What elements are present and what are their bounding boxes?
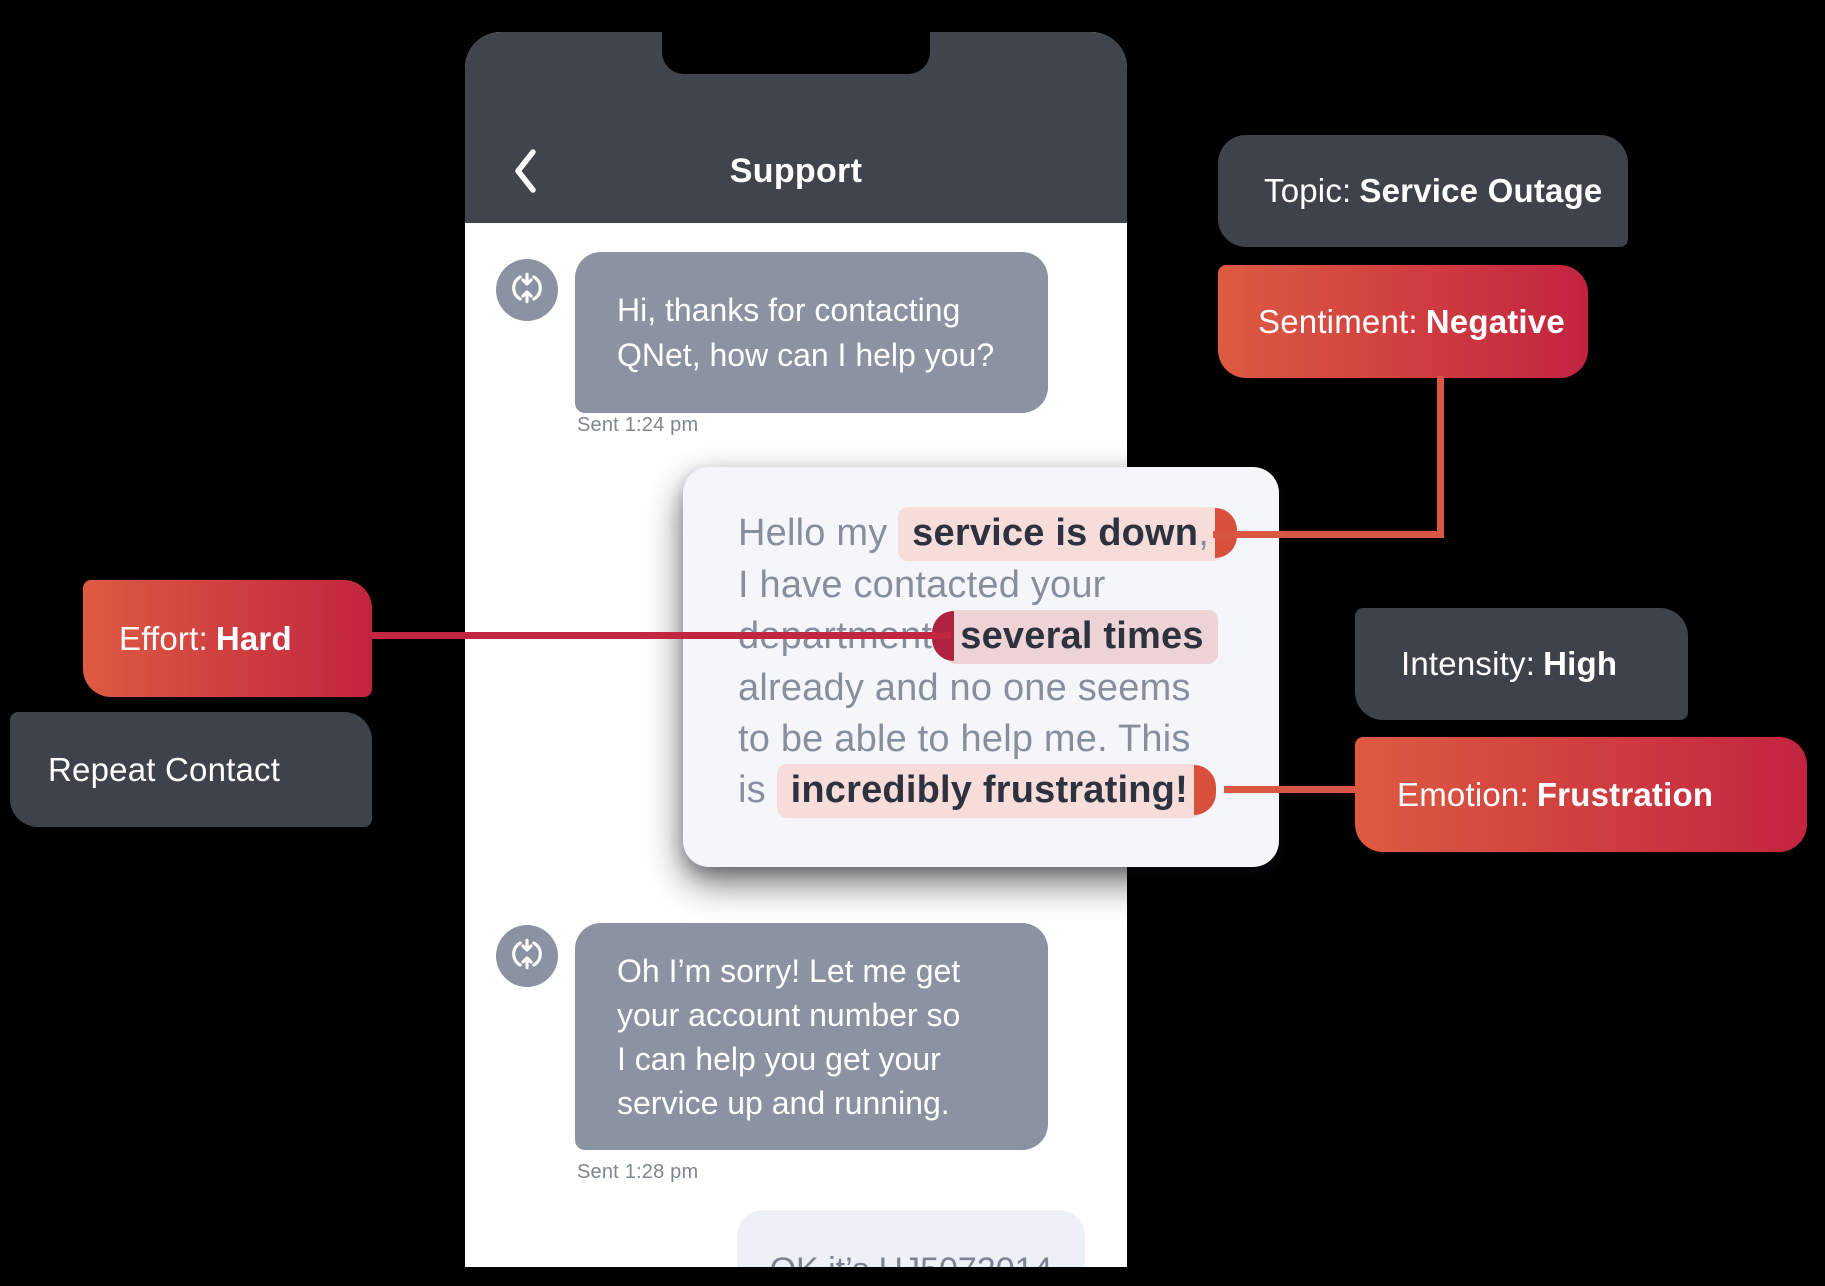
emotion-highlight-cap <box>1193 764 1216 815</box>
effort-label: Effort: Hard <box>83 580 372 697</box>
agent-avatar <box>496 259 558 321</box>
intensity-label: Intensity: High <box>1355 608 1688 720</box>
label-value: Service Outage <box>1359 172 1603 209</box>
message-line: Hello my service is down, <box>738 507 1279 561</box>
message-timestamp: Sent 1:28 pm <box>577 1161 699 1183</box>
back-button[interactable] <box>513 148 537 194</box>
sync-arrows-icon <box>506 933 548 980</box>
chat-title: Support <box>729 151 863 190</box>
sync-arrows-icon <box>506 267 548 314</box>
message-text: Hello my <box>738 512 899 554</box>
analyzed-message-card: Hello my service is down, I have contact… <box>683 467 1279 867</box>
message-line: I have contacted your <box>738 563 1106 606</box>
message-timestamp: Sent 1:24 pm <box>577 414 699 436</box>
message-line: your account number so <box>617 997 961 1033</box>
phone-notch <box>662 32 930 74</box>
highlight-several-times: several times <box>946 609 1218 664</box>
message-line: already and no one seems <box>738 666 1191 709</box>
message-text: is <box>738 768 777 811</box>
emotion-connector-line <box>1224 786 1356 793</box>
message-line: OK it’s HJ5072014 <box>770 1250 1053 1267</box>
message-line: is incredibly frustrating! <box>738 763 1279 818</box>
sentiment-connector-line <box>1213 531 1444 538</box>
label-value: Hard <box>215 619 292 657</box>
highlighted-text: several times <box>960 614 1204 657</box>
highlight-incredibly-frustrating: incredibly frustrating! <box>776 763 1202 818</box>
highlighted-text: incredibly frustrating! <box>790 768 1188 811</box>
label-text: Effort: <box>119 619 208 657</box>
repeat-contact-label: Repeat Contact <box>10 712 372 827</box>
message-text: , <box>1198 512 1209 554</box>
label-value: Negative <box>1425 302 1565 340</box>
label-value: Frustration <box>1536 775 1714 813</box>
agent-avatar <box>496 925 558 987</box>
sentiment-label: Sentiment: Negative <box>1218 265 1588 378</box>
emotion-label: Emotion: Frustration <box>1355 737 1807 852</box>
message-line: service up and running. <box>617 1085 950 1121</box>
topic-label: Topic: Service Outage <box>1218 135 1628 247</box>
effort-connector-line <box>372 632 950 639</box>
message-line: Hi, thanks for contacting <box>617 292 961 328</box>
message-line: to be able to help me. This <box>738 717 1191 760</box>
highlighted-text: service is down <box>912 512 1199 554</box>
label-value: High <box>1543 645 1618 682</box>
message-line: QNet, how can I help you? <box>617 337 995 373</box>
label-text: Topic: <box>1264 172 1352 209</box>
sentiment-connector-line <box>1437 376 1444 538</box>
label-text: Sentiment: <box>1258 302 1418 340</box>
agent-message-bubble: Hi, thanks for contacting QNet, how can … <box>575 252 1048 413</box>
agent-message-bubble: Oh I’m sorry! Let me get your account nu… <box>575 923 1048 1150</box>
message-line: Oh I’m sorry! Let me get <box>617 953 961 989</box>
label-text: Intensity: <box>1401 645 1536 682</box>
label-text: Repeat Contact <box>48 750 281 788</box>
chevron-left-icon <box>513 149 537 198</box>
message-line: I can help you get your <box>617 1041 941 1077</box>
label-text: Emotion: <box>1397 775 1529 813</box>
customer-message-bubble: OK it’s HJ5072014 <box>737 1210 1085 1267</box>
highlight-service-is-down: service is down, <box>898 507 1223 561</box>
